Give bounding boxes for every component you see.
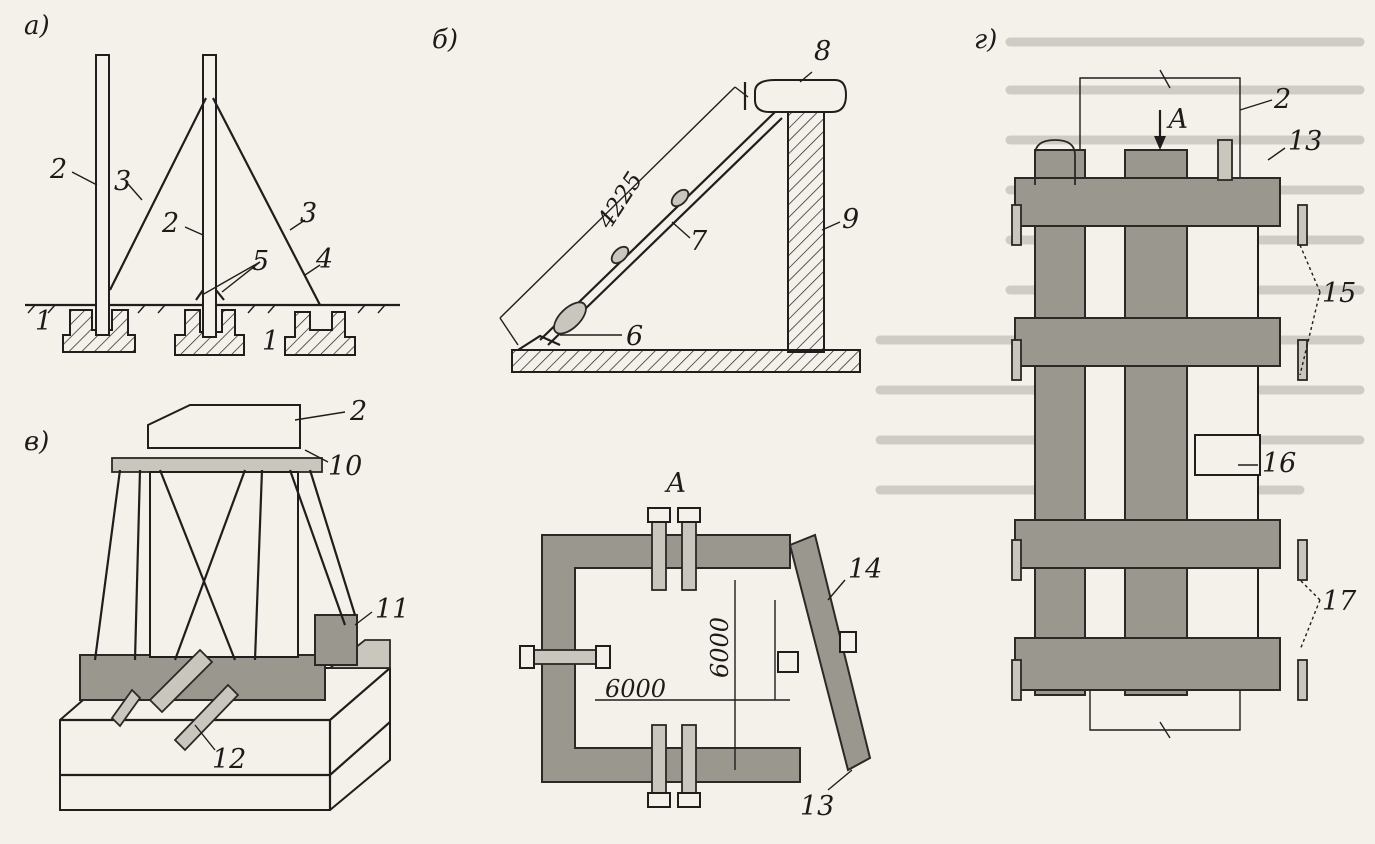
column-top-2 [147, 404, 301, 449]
callout-2-g: 2 [1273, 84, 1291, 115]
callout-3-left: 3 [114, 166, 131, 197]
view-arrow-head [1154, 136, 1166, 150]
leaders-b [560, 71, 841, 336]
callout-2-v: 2 [349, 396, 367, 427]
callout-2-left: 2 [49, 154, 67, 185]
callout-2-middle: 2 [161, 208, 179, 239]
callout-14: 14 [848, 554, 882, 585]
panel-g: г) [974, 25, 1357, 739]
ground-hatch [27, 304, 386, 314]
leaders-a [71, 171, 321, 296]
callout-12: 12 [212, 744, 246, 775]
strut-7-edge [547, 117, 783, 346]
break-mark-bottom [1159, 721, 1171, 739]
foundation-right [284, 311, 356, 356]
callout-17: 17 [1322, 586, 1357, 617]
wedges [195, 289, 225, 301]
strut-coupling [610, 245, 630, 265]
view-label-a: А [664, 468, 686, 499]
joint-16 [1194, 434, 1261, 476]
dimension-ext-bottom [499, 317, 519, 346]
dimension-4225: 4225 [591, 167, 648, 234]
clamp-8 [754, 79, 848, 113]
leaders-g [1238, 99, 1321, 651]
column-9 [787, 111, 825, 353]
callout-13-view: 13 [800, 791, 834, 822]
view-a: А 6000 6000 14 [519, 468, 882, 822]
break-mark-top [1159, 69, 1171, 89]
leaders-view [827, 579, 853, 791]
base-slab-edges [60, 667, 391, 810]
callout-1-left: 1 [35, 306, 52, 337]
column-middle [202, 54, 217, 338]
callout-13-g: 13 [1288, 126, 1322, 157]
callout-5: 5 [252, 246, 269, 277]
callout-1-right: 1 [262, 326, 279, 357]
callout-16: 16 [1262, 448, 1296, 479]
screws [519, 507, 857, 808]
strut-coupling-upper [670, 188, 690, 208]
view-label-a-g: А [1166, 104, 1188, 135]
strut-screw [553, 301, 587, 335]
clamp-tier-4 [1014, 637, 1281, 691]
dimension-6000-horizontal: 6000 [605, 675, 666, 703]
brace-right [212, 97, 321, 306]
brace-left [109, 97, 207, 291]
panel-label-g: г) [974, 25, 997, 55]
callout-11: 11 [375, 594, 409, 625]
panel-b: б) 4225 8 7 9 6 [432, 25, 861, 373]
clamp-tier-3 [1014, 519, 1281, 569]
clamp-arm-14 [788, 533, 872, 772]
panel-label-b: б) [432, 25, 458, 55]
dimension-ext-top [734, 86, 749, 98]
anchors-12 [110, 648, 240, 752]
callout-4: 4 [315, 244, 333, 275]
frame-legs [93, 469, 357, 661]
clamp-tier-1 [1014, 177, 1281, 227]
panel-v: в) [24, 396, 409, 811]
column-left [95, 54, 110, 336]
panel-label-v: в) [24, 427, 49, 457]
clamp-bolts [1011, 139, 1308, 701]
callout-6: 6 [626, 321, 643, 352]
panel-a: а) 1 2 3 2 [24, 11, 400, 357]
vertical-bar-left [1034, 149, 1086, 696]
panel-label-a: а) [24, 11, 50, 41]
callout-3-right: 3 [300, 198, 317, 229]
column-body [149, 471, 299, 658]
anchor-6 [517, 334, 561, 351]
dimension-6000-vertical: 6000 [706, 617, 734, 678]
block-11 [314, 614, 358, 666]
leaders-v [194, 411, 373, 751]
callout-9: 9 [842, 204, 859, 235]
vertical-bar-middle [1124, 149, 1188, 696]
callout-15: 15 [1322, 278, 1356, 309]
callout-10: 10 [328, 451, 362, 482]
dimension-line-4225 [499, 86, 736, 319]
floor-slab [511, 349, 861, 373]
clamp-tier-2 [1014, 317, 1281, 367]
callout-7: 7 [690, 226, 708, 257]
callout-8: 8 [814, 36, 831, 67]
